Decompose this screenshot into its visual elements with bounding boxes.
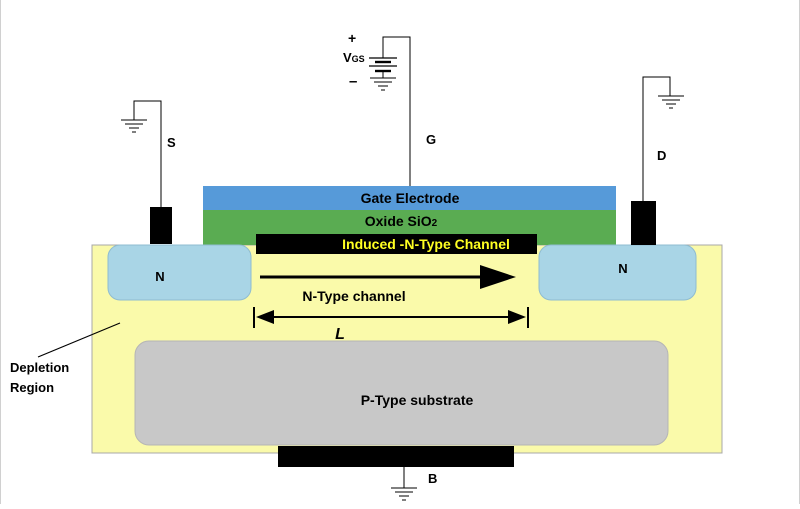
depletion-pointer <box>37 322 121 358</box>
vgs-label: VGS <box>343 50 365 65</box>
gate-electrode-label: Gate Electrode <box>361 190 460 206</box>
substrate-label: P-Type substrate <box>361 392 474 408</box>
battery-icon <box>369 57 397 78</box>
gate-terminal-label: G <box>426 132 436 147</box>
channel-arrow-head <box>480 265 516 289</box>
body-ground-icon <box>391 487 417 501</box>
gate-electrode <box>203 186 616 210</box>
induced-channel-bar <box>256 234 537 254</box>
vgs-minus-sign: – <box>349 73 357 90</box>
induced-channel-label: Induced -N-Type Channel <box>342 236 510 252</box>
vgs-plus-sign: + <box>348 30 356 46</box>
drain-ground-icon <box>658 95 684 109</box>
source-region-label: N <box>155 269 164 284</box>
n-type-channel-label: N-Type channel <box>302 288 405 304</box>
source-terminal-label: S <box>167 135 176 150</box>
depletion-label-line1: Depletion <box>10 360 69 375</box>
oxide-label: Oxide SiO2 <box>365 213 438 229</box>
drain-terminal-label: D <box>657 148 666 163</box>
length-dimension-arrow <box>253 307 529 328</box>
gate-wire <box>382 36 411 186</box>
source-ground-icon <box>121 119 147 133</box>
source-n-region <box>107 244 252 301</box>
drain-n-region <box>538 244 697 301</box>
depletion-label-line2: Region <box>10 380 54 395</box>
length-label: L <box>335 326 345 343</box>
source-wire <box>133 100 162 207</box>
p-type-substrate <box>134 340 669 446</box>
drain-region-label: N <box>618 261 627 276</box>
body-terminal-label: B <box>428 471 437 486</box>
drain-contact <box>631 201 656 245</box>
drain-wire <box>642 76 671 201</box>
gate-ground-icon <box>370 77 396 91</box>
source-contact <box>150 207 172 244</box>
body-contact <box>278 446 514 467</box>
